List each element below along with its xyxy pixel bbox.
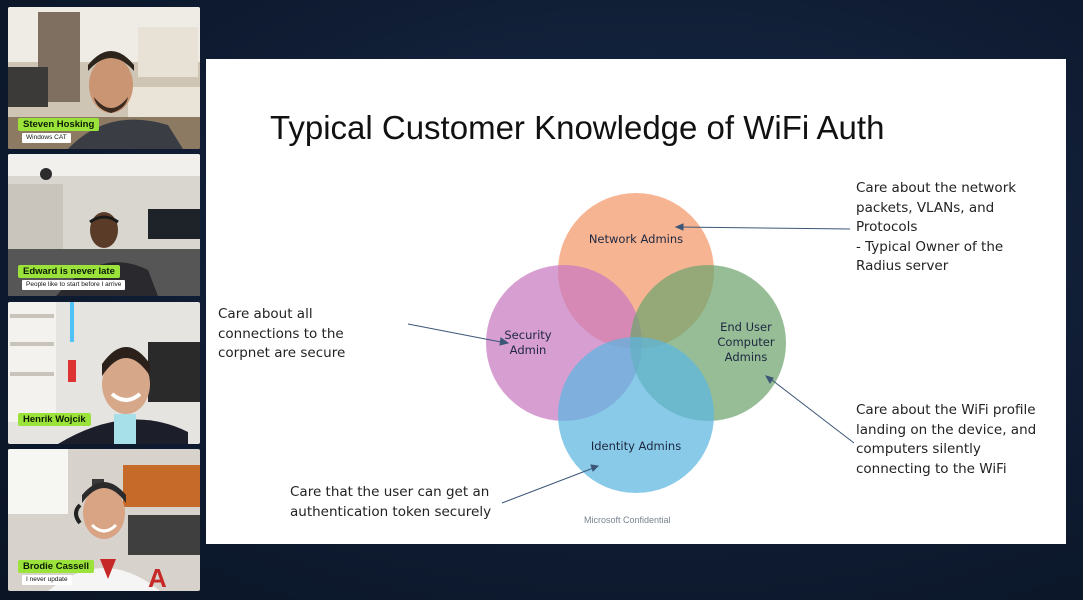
shared-slide: Typical Customer Knowledge of WiFi Auth …: [206, 59, 1066, 544]
confidential-footer: Microsoft Confidential: [584, 515, 671, 525]
participant-name: Edward is never late: [18, 265, 120, 278]
participant-tile-henrik[interactable]: Henrik Wojcik: [8, 302, 200, 444]
identity-circle: [558, 337, 714, 493]
participant-tile-steven[interactable]: Steven Hosking Windows CAT: [8, 7, 200, 149]
video-feed: A: [8, 449, 200, 591]
network-connector: [677, 226, 851, 230]
network-callout: Care about the network packets, VLANs, a…: [856, 180, 1017, 274]
enduser-callout: Care about the WiFi profile landing on t…: [856, 402, 1037, 477]
participant-subtitle: People like to start before I arrive: [22, 280, 126, 290]
network-admins-label: Network Admins: [588, 232, 684, 246]
venn-diagram: [407, 193, 855, 504]
video-feed: [8, 7, 200, 149]
enduser-admins-label: End User Computer Admins: [717, 320, 775, 364]
participant-name: Steven Hosking: [18, 118, 100, 131]
participant-subtitle: I never update: [22, 575, 72, 585]
participant-tile-edward[interactable]: Edward is never late People like to star…: [8, 154, 200, 296]
participant-tile-brodie[interactable]: A Brodie Cassell I never update: [8, 449, 200, 591]
security-callout: Care about all connections to the corpne…: [218, 306, 346, 361]
identity-callout: Care that the user can get an authentica…: [290, 484, 492, 520]
slide-title: Typical Customer Knowledge of WiFi Auth: [270, 109, 885, 146]
participant-name: Brodie Cassell: [18, 560, 94, 573]
svg-text:A: A: [148, 563, 167, 591]
participant-subtitle: Windows CAT: [22, 133, 71, 143]
identity-admins-label: Identity Admins: [590, 439, 682, 453]
security-connector: [407, 323, 507, 344]
security-admin-label: Security Admin: [504, 328, 552, 357]
participant-name: Henrik Wojcik: [18, 413, 91, 426]
identity-connector: [501, 466, 597, 504]
enduser-connector: [767, 376, 855, 444]
